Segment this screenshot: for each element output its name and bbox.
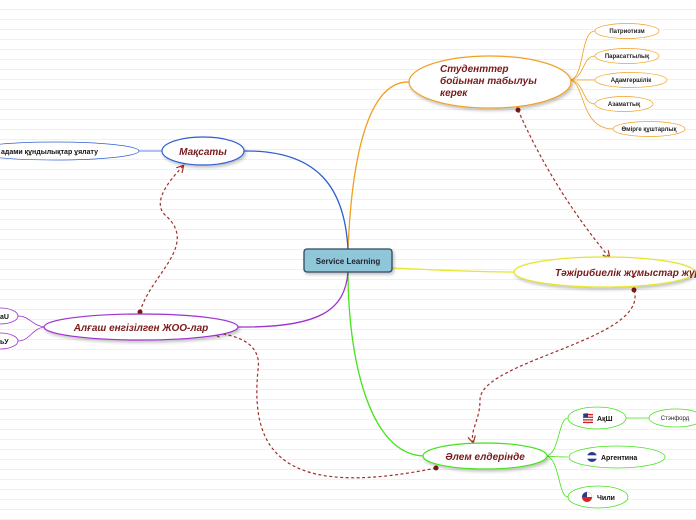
node-first-child-1-label: аU <box>0 314 9 321</box>
center-label: Service Learning <box>316 257 381 266</box>
branch-goal <box>243 150 349 251</box>
node-argentina-label: Аргентина <box>601 455 637 462</box>
argentina-flag-icon <box>587 452 597 462</box>
usa-flag-icon <box>582 412 594 424</box>
node-patriotism[interactable]: Патриотизм <box>594 23 660 39</box>
first-children: аU ьУ <box>0 307 19 350</box>
node-first-child-2[interactable]: ьУ <box>0 332 19 350</box>
node-stanford-label: Стэнфорд <box>661 416 690 422</box>
node-goal-child-label: адами құндылықтар ұялату <box>1 149 98 156</box>
branch-practice <box>391 267 515 273</box>
topic-practice-label: Тәжірибиелік жұмыстар жүред <box>555 267 696 279</box>
branch-students <box>347 81 411 251</box>
node-azamattyk[interactable]: Азаматтық <box>594 96 654 112</box>
relation-world-to-first <box>214 333 437 479</box>
node-usa[interactable]: АқШ <box>567 406 627 430</box>
students-sub-branches <box>569 30 614 130</box>
node-usa-label: АқШ <box>597 416 613 423</box>
topic-practice[interactable]: Тәжірибиелік жұмыстар жүред <box>513 256 696 288</box>
node-adamgershilik-label: Адамгершілік <box>611 78 652 84</box>
world-sub-branches <box>545 417 650 498</box>
relation-students-to-practice <box>517 109 609 257</box>
node-argentina[interactable]: Аргентина <box>568 445 666 469</box>
node-omirge-label: Өмірге құштарлық <box>621 127 676 133</box>
topic-first[interactable]: Алғаш енгізілген ЖОО-лар <box>43 313 239 341</box>
topic-students[interactable]: Студенттер бойынан табылуы керек <box>408 55 572 109</box>
relationships <box>139 109 636 479</box>
node-parasattylyk[interactable]: Парасаттылық <box>594 48 660 64</box>
relation-dots <box>137 107 637 471</box>
node-patriotism-label: Патриотизм <box>609 29 645 35</box>
topic-first-label: Алғаш енгізілген ЖОО-лар <box>73 323 209 334</box>
node-chile-label: Чили <box>597 495 615 502</box>
topic-world[interactable]: Әлем елдерінде <box>422 442 548 470</box>
students-children: Патриотизм Парасаттылық Адамгершілік Аза… <box>594 23 686 137</box>
node-azamattyk-label: Азаматтық <box>608 102 640 108</box>
relation-first-to-goal <box>139 166 183 313</box>
chile-flag-icon <box>581 491 593 503</box>
node-first-child-1[interactable]: аU <box>0 307 19 325</box>
node-first-child-2-label: ьУ <box>0 339 9 346</box>
relation-practice-to-world <box>472 289 636 442</box>
topic-goal[interactable]: Мақсаты <box>161 136 245 166</box>
node-parasattylyk-label: Парасаттылық <box>605 54 649 60</box>
first-sub-branches <box>17 315 46 342</box>
node-chile[interactable]: Чили <box>567 485 629 509</box>
topic-world-label: Әлем елдерінде <box>445 452 525 463</box>
node-stanford[interactable]: Стэнфорд <box>648 408 696 428</box>
topic-students-label: Студенттер бойынан табылуы керек <box>440 64 540 99</box>
node-adamgershilik[interactable]: Адамгершілік <box>594 72 668 88</box>
branch-world <box>347 271 425 457</box>
center-node[interactable]: Service Learning <box>303 248 393 273</box>
branch-first <box>237 271 349 328</box>
topic-goal-label: Мақсаты <box>179 147 227 158</box>
node-omirge[interactable]: Өмірге құштарлық <box>612 121 686 137</box>
node-goal-child[interactable]: адами құндылықтар ұялату <box>0 141 140 161</box>
